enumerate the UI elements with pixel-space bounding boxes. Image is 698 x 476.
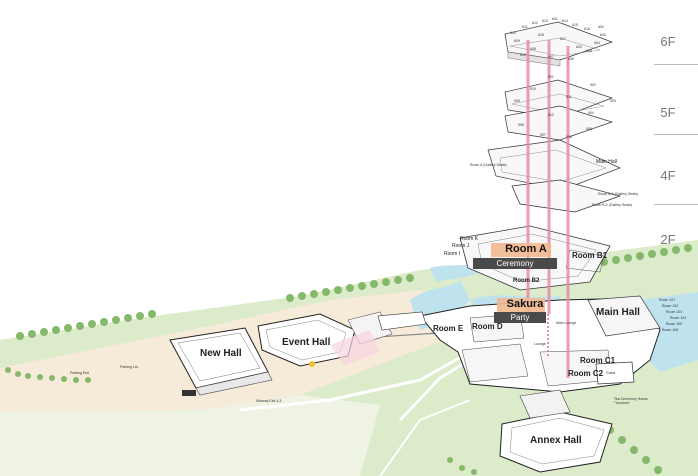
parking-lot-label[interactable]: Parking Lot bbox=[120, 365, 138, 369]
room-101-label[interactable]: Room 101 bbox=[659, 298, 676, 302]
road bbox=[379, 399, 471, 476]
new-hall-annex bbox=[195, 371, 273, 396]
room-number[interactable]: 601 bbox=[552, 17, 558, 21]
room-b2-label[interactable]: Room B2 bbox=[513, 278, 540, 284]
room-number[interactable]: 509 bbox=[514, 99, 520, 103]
room-number[interactable]: 613 bbox=[542, 19, 548, 23]
floor-6f-slab bbox=[504, 21, 614, 67]
road bbox=[239, 350, 471, 412]
tea-house-label[interactable]: Tea Ceremony House "Yuushun" bbox=[614, 397, 648, 405]
event-hall-marker bbox=[309, 361, 315, 367]
room-number[interactable]: 604 bbox=[594, 41, 600, 45]
room-number[interactable]: 619 bbox=[520, 53, 526, 57]
floor-divider bbox=[654, 64, 698, 65]
room-a-ceremony-tag[interactable]: Ceremony bbox=[473, 258, 557, 269]
parking-exit-label[interactable]: Parking Exit bbox=[70, 371, 89, 375]
room-number[interactable]: 507 bbox=[540, 133, 546, 137]
room-c2-label[interactable]: Room C2 bbox=[568, 369, 604, 378]
floor-label-2f[interactable]: 2F bbox=[660, 232, 676, 247]
room-number[interactable]: 605 bbox=[586, 49, 592, 53]
room-number[interactable]: 602 bbox=[598, 25, 604, 29]
lounge-label[interactable]: Lounge bbox=[534, 342, 546, 346]
guest-room-label[interactable]: Guest bbox=[606, 371, 616, 375]
room-number[interactable]: 510 bbox=[530, 87, 536, 91]
main-lounge-label[interactable]: Main Lounge bbox=[556, 321, 577, 325]
room-k-label[interactable]: Room K bbox=[460, 236, 479, 242]
room-number[interactable]: 508 bbox=[518, 123, 524, 127]
main-hall-4f-label[interactable]: Main Hall bbox=[596, 159, 617, 165]
subway-exit-label[interactable]: Subway Exit 4-3 bbox=[256, 399, 282, 403]
road bbox=[398, 358, 471, 422]
room-number[interactable]: 506 bbox=[566, 135, 572, 139]
room-number[interactable]: 616 bbox=[584, 27, 590, 31]
room-number[interactable]: 611 bbox=[522, 25, 528, 29]
room-number[interactable]: 502 bbox=[590, 83, 596, 87]
room-b1-gallery-label[interactable]: Room B-1 (Gallery Seats) bbox=[598, 192, 639, 196]
room-number[interactable]: 617 bbox=[560, 37, 566, 41]
floor-divider bbox=[654, 204, 698, 205]
new-hall-entrance bbox=[182, 390, 196, 396]
floor-5f-lower-slab bbox=[504, 105, 614, 141]
event-hall-label[interactable]: Event Hall bbox=[282, 337, 331, 348]
main-hall-block bbox=[587, 295, 661, 337]
room-c1-label[interactable]: Room C1 bbox=[580, 356, 616, 365]
room-a-highlight bbox=[491, 243, 551, 257]
moat-east bbox=[640, 292, 698, 372]
room-number[interactable]: 505 bbox=[586, 127, 592, 131]
room-number[interactable]: 504 bbox=[588, 111, 594, 115]
room-103-label[interactable]: Room 103 bbox=[666, 310, 683, 314]
room-e-label[interactable]: Room E bbox=[433, 324, 464, 333]
restaurant-block bbox=[461, 343, 529, 383]
room-b2-gallery-label[interactable]: Room B-2 (Gallery Seats) bbox=[592, 203, 633, 207]
room-number[interactable]: 512 bbox=[548, 113, 554, 117]
room-number[interactable]: 609 bbox=[514, 39, 520, 43]
floor-label-4f[interactable]: 4F bbox=[660, 168, 676, 183]
guest-block bbox=[595, 361, 635, 385]
room-a-gallery-label[interactable]: Room A (Gallery Seats) bbox=[470, 163, 507, 167]
main-hall-label[interactable]: Main Hall bbox=[596, 307, 640, 318]
room-number[interactable]: 501 bbox=[548, 75, 554, 79]
floor-divider bbox=[654, 134, 698, 135]
event-hall-garden bbox=[330, 330, 380, 365]
new-hall-label[interactable]: New Hall bbox=[200, 348, 242, 359]
room-a-name[interactable]: Room A bbox=[505, 243, 547, 255]
room-number[interactable]: 603 bbox=[600, 33, 606, 37]
tree-row bbox=[5, 244, 692, 475]
room-number[interactable]: 614 bbox=[562, 19, 568, 23]
annex-hall-label[interactable]: Annex Hall bbox=[530, 435, 582, 446]
room-105-label[interactable]: Room 105 bbox=[666, 322, 683, 326]
room-number[interactable]: 503 bbox=[610, 99, 616, 103]
floor-4f-gallery-slab bbox=[511, 179, 622, 213]
room-i-label[interactable]: Room I bbox=[444, 251, 461, 257]
sakura-highlight bbox=[497, 298, 545, 312]
room-d-label[interactable]: Room D bbox=[472, 322, 503, 331]
room-number[interactable]: 606 bbox=[568, 57, 574, 61]
annex-link bbox=[519, 389, 571, 419]
room-number[interactable]: 608 bbox=[530, 47, 536, 51]
sakura-name[interactable]: Sakura bbox=[506, 298, 544, 310]
connecting-corridor bbox=[377, 311, 427, 331]
room-number[interactable]: 618 bbox=[538, 33, 544, 37]
floor-label-6f[interactable]: 6F bbox=[660, 34, 676, 49]
room-number[interactable]: 511 bbox=[566, 95, 572, 99]
floor-label-5f[interactable]: 5F bbox=[660, 105, 676, 120]
sakura-party-tag[interactable]: Party bbox=[494, 312, 546, 323]
room-number[interactable]: 610 bbox=[510, 31, 516, 35]
room-104-label[interactable]: Room 104 bbox=[670, 316, 687, 320]
room-102-label[interactable]: Room 102 bbox=[662, 304, 679, 308]
room-b1-label[interactable]: Room B1 bbox=[572, 251, 608, 260]
room-j-label[interactable]: Room J bbox=[452, 243, 470, 249]
room-number[interactable]: 612 bbox=[532, 21, 538, 25]
room-number[interactable]: 620 bbox=[576, 45, 582, 49]
room-number[interactable]: 607 bbox=[548, 55, 554, 59]
room-number[interactable]: 615 bbox=[572, 23, 578, 27]
room-106-label[interactable]: Room 106 bbox=[662, 328, 679, 332]
ground-lower bbox=[0, 395, 380, 476]
